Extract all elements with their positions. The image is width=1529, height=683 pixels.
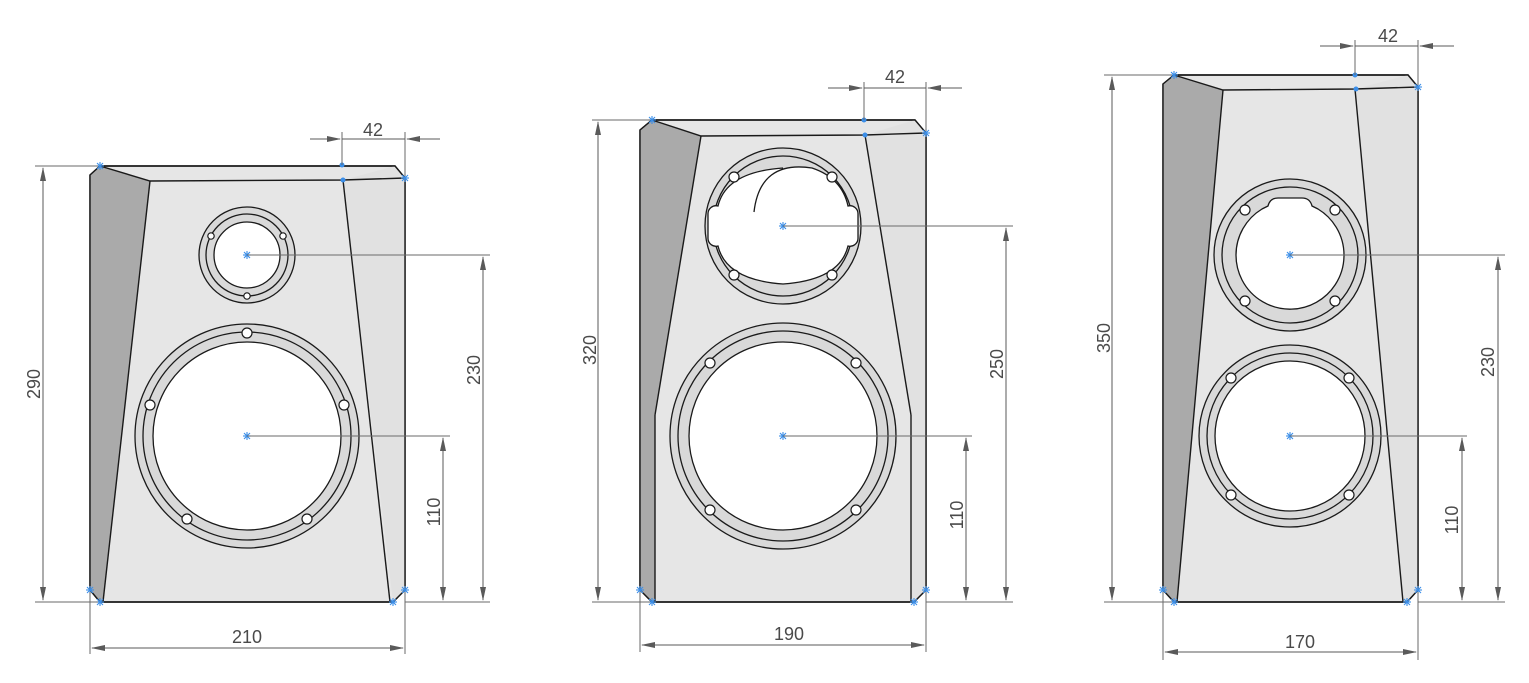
- speaker-2-tweeter-height-dimension: 250: [987, 349, 1007, 379]
- speaker-2-width-dimension: 190: [774, 624, 804, 644]
- speaker-1-height-dimension: 290: [24, 369, 44, 399]
- speaker-2: 42 320 190 250 110: [580, 67, 1013, 652]
- speaker-3: 42 350 170 230 110: [1094, 26, 1505, 660]
- speaker-1: 42 290 210 230 110: [24, 120, 490, 654]
- speaker-2-bevel-dimension: 42: [885, 67, 905, 87]
- speaker-1-width-dimension: 210: [232, 627, 262, 647]
- speaker-3-dimensions: 42 350 170 230 110: [1094, 26, 1505, 660]
- speaker-1-woofer-height-dimension: 110: [424, 498, 444, 527]
- speaker-2-height-dimension: 320: [580, 335, 600, 365]
- speaker-1-tweeter-height-dimension: 230: [464, 355, 484, 385]
- speaker-1-bevel-dimension: 42: [363, 120, 383, 140]
- speaker-3-height-dimension: 350: [1094, 323, 1114, 353]
- speaker-3-tweeter-height-dimension: 230: [1478, 347, 1498, 377]
- speaker-1-dimensions: 42 290 210 230 110: [24, 120, 490, 654]
- speaker-3-woofer-height-dimension: 110: [1442, 506, 1462, 535]
- speaker-3-width-dimension: 170: [1285, 632, 1315, 652]
- speaker-2-woofer-height-dimension: 110: [947, 501, 967, 530]
- speaker-3-bevel-dimension: 42: [1378, 26, 1398, 46]
- speaker-2-dimensions: 42 320 190 250 110: [580, 67, 1013, 652]
